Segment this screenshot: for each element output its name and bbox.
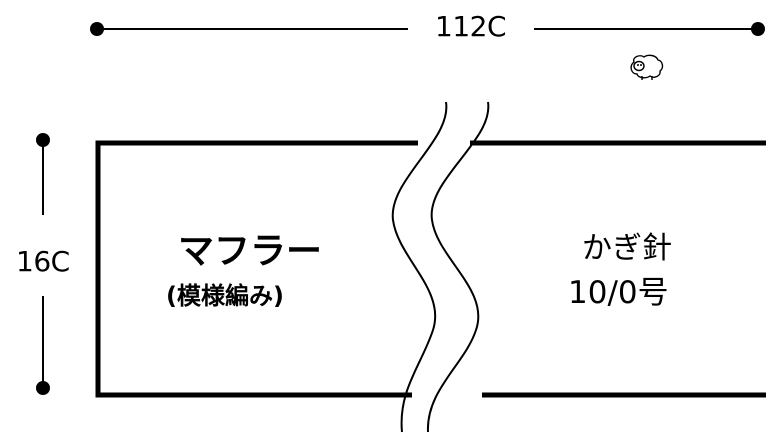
item-name: マフラー xyxy=(178,231,323,272)
hook-type-label: かぎ針 xyxy=(582,231,672,266)
height-dimension-end-dot xyxy=(36,381,50,395)
sheep-icon xyxy=(630,54,664,80)
width-dimension-end-dot xyxy=(751,22,765,36)
item-pattern: (模様編み) xyxy=(166,282,284,310)
wavy-break-line xyxy=(391,101,490,433)
height-dimension-label: 16C xyxy=(16,245,70,278)
wavy-break-line-left xyxy=(391,101,448,433)
hook-size-label: 10/0号 xyxy=(568,275,669,311)
width-dimension xyxy=(90,22,765,36)
height-dimension xyxy=(36,133,50,395)
scarf-left-piece xyxy=(95,140,418,398)
wavy-break-line-right xyxy=(426,101,490,433)
width-dimension-label: 112C xyxy=(433,10,508,43)
scarf-right-piece xyxy=(470,140,766,398)
height-dimension-start-dot xyxy=(36,133,50,147)
width-dimension-start-dot xyxy=(90,22,104,36)
